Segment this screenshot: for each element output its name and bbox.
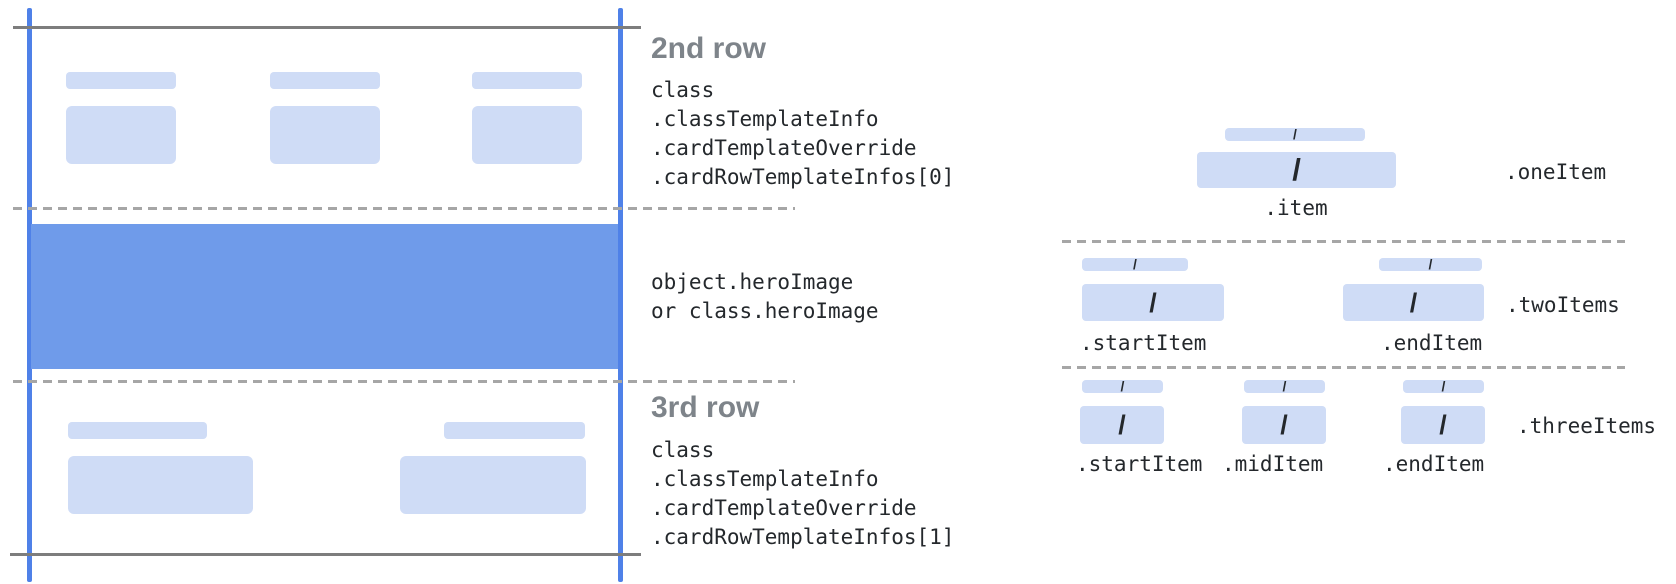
slash-placeholder: /	[1441, 378, 1446, 394]
three-items-end-value-bar: /	[1401, 406, 1485, 444]
three-items-mid-label-bar: /	[1244, 378, 1325, 394]
slash-placeholder: /	[1409, 287, 1418, 318]
three-items-start-value-bar: /	[1080, 406, 1164, 444]
slash-placeholder: /	[1280, 410, 1288, 440]
code-line: .cardTemplateOverride	[651, 136, 917, 160]
slash-placeholder: /	[1133, 256, 1137, 272]
code-line: .cardTemplateOverride	[651, 496, 917, 520]
code-line: class	[651, 438, 715, 462]
three-items-end-label-bar: /	[1403, 378, 1484, 394]
row-divider-dashed-bottom	[13, 380, 795, 383]
code-line: .cardRowTemplateInfos[1]	[651, 525, 955, 549]
right-divider-dashed-1	[1062, 240, 1625, 243]
three-items-start-label: .startItem	[1076, 452, 1203, 476]
one-item-label-bar: /	[1225, 126, 1365, 142]
slash-placeholder: /	[1118, 410, 1126, 440]
slash-placeholder: /	[1428, 256, 1433, 272]
row2-item1-label-bar	[66, 72, 176, 89]
row3-item1-label-bar	[68, 422, 207, 439]
two-items-start-label: .startItem	[1080, 331, 1207, 355]
second-row-heading: 2nd row	[651, 32, 767, 65]
slash-placeholder: /	[1149, 287, 1157, 318]
hero-image-block	[31, 224, 618, 369]
row2-item3-value-rect	[472, 106, 582, 164]
two-items-end-value-bar: /	[1343, 284, 1484, 321]
slash-placeholder: /	[1292, 152, 1301, 187]
slash-placeholder: /	[1282, 378, 1287, 394]
code-line: class	[651, 78, 715, 102]
row2-item1-value-rect	[66, 106, 176, 164]
row2-item2-label-bar	[270, 72, 380, 89]
three-items-start-label-bar: /	[1082, 378, 1163, 394]
row3-item1-value-rect	[68, 456, 253, 514]
right-divider-dashed-2	[1062, 366, 1625, 369]
hero-image-code-path: object.heroImage or class.heroImage	[651, 268, 879, 326]
two-items-start-value-bar: /	[1082, 284, 1224, 321]
slash-placeholder: /	[1439, 410, 1447, 440]
card-bottom-line	[10, 553, 641, 556]
code-line: .cardRowTemplateInfos[0]	[651, 165, 955, 189]
third-row-code-path: class .classTemplateInfo .cardTemplateOver…	[651, 436, 954, 552]
three-items-mid-value-bar: /	[1242, 406, 1326, 444]
two-items-start-label-bar: /	[1082, 256, 1188, 272]
slash-placeholder: /	[1293, 126, 1297, 142]
row2-item2-value-rect	[270, 106, 380, 164]
three-items-end-label: .endItem	[1383, 452, 1485, 476]
row-divider-dashed-top	[13, 207, 795, 210]
two-items-row-label: .twoItems	[1506, 293, 1620, 317]
row2-item3-label-bar	[472, 72, 582, 89]
slash-placeholder: /	[1120, 378, 1125, 394]
code-line: .classTemplateInfo	[651, 467, 879, 491]
code-line: or class.heroImage	[651, 299, 879, 323]
third-row-heading: 3rd row	[651, 391, 760, 424]
one-item-row-label: .oneItem	[1505, 160, 1607, 184]
three-items-mid-label: .midItem	[1222, 452, 1324, 476]
row3-item2-label-bar	[444, 422, 585, 439]
card-left-edge-line	[27, 8, 32, 582]
card-top-line	[13, 26, 641, 29]
second-row-code-path: class .classTemplateInfo .cardTemplateOver…	[651, 76, 954, 192]
one-item-value-bar: /	[1197, 152, 1396, 188]
row3-item2-value-rect	[400, 456, 586, 514]
two-items-end-label: .endItem	[1381, 331, 1483, 355]
three-items-row-label: .threeItems	[1517, 414, 1657, 438]
card-right-edge-line	[618, 8, 623, 582]
code-line: .classTemplateInfo	[651, 107, 879, 131]
code-line: object.heroImage	[651, 270, 854, 294]
two-items-end-label-bar: /	[1379, 256, 1482, 272]
one-item-field-label: .item	[1264, 196, 1328, 220]
